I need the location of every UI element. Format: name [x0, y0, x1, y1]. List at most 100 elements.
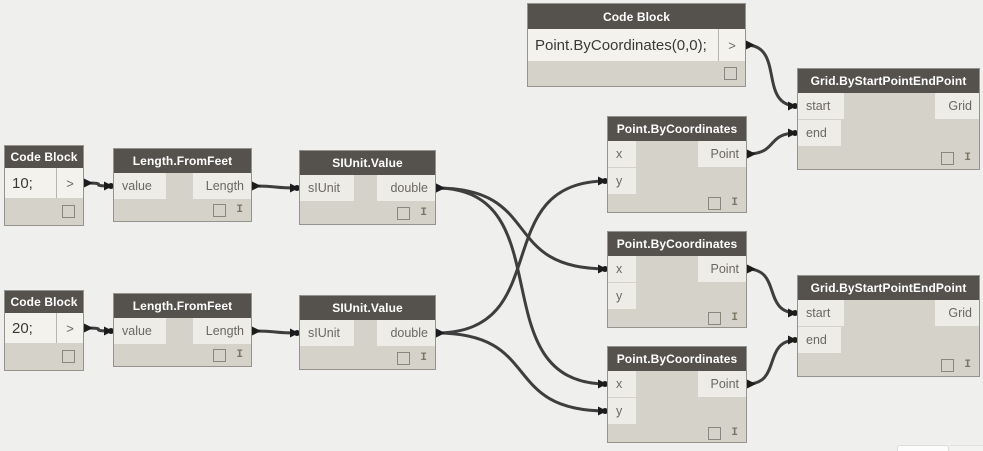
wire-start-dot — [435, 185, 441, 191]
node-footer: I — [608, 425, 746, 442]
preview-checkbox[interactable] — [708, 197, 722, 210]
input-port-end[interactable]: end — [798, 120, 841, 146]
input-port-x[interactable]: x — [608, 371, 637, 397]
node-title[interactable]: Grid.ByStartPointEndPoint — [798, 69, 979, 93]
code-input[interactable]: 20; — [5, 313, 56, 343]
wire[interactable] — [746, 338, 798, 386]
lacing-indicator[interactable]: I — [236, 349, 243, 361]
node-ports: start Grid end — [798, 93, 979, 147]
output-port-out[interactable]: > — [56, 168, 83, 198]
lacing-indicator[interactable]: I — [964, 358, 971, 371]
preview-checkbox[interactable] — [724, 67, 737, 80]
code-input[interactable]: Point.ByCoordinates(0,0); — [528, 29, 718, 61]
node-title[interactable]: SIUnit.Value — [300, 151, 435, 175]
output-port-out[interactable]: > — [718, 29, 745, 61]
lacing-indicator[interactable]: I — [420, 351, 427, 364]
output-port-Point[interactable]: Point — [697, 256, 746, 282]
input-port-x[interactable]: x — [608, 141, 637, 167]
lacing-indicator[interactable]: I — [731, 312, 738, 324]
horizontal-scrollbar-thumb[interactable] — [897, 445, 949, 451]
input-port-start[interactable]: start — [798, 300, 845, 326]
node-footer: I — [798, 147, 979, 169]
node-title[interactable]: Grid.ByStartPointEndPoint — [798, 276, 979, 300]
input-port-start[interactable]: start — [798, 93, 845, 119]
node-title[interactable]: Code Block — [5, 146, 83, 168]
node-footer: I — [608, 310, 746, 327]
wire[interactable] — [435, 186, 608, 271]
output-port-Grid[interactable]: Grid — [935, 300, 979, 326]
output-port-Length[interactable]: Length — [192, 173, 251, 199]
node-ports: value Length — [114, 318, 251, 345]
code-block-body: 10;> — [5, 168, 83, 198]
lacing-indicator[interactable]: I — [731, 197, 738, 209]
preview-checkbox[interactable] — [213, 349, 227, 362]
input-port-y[interactable]: y — [608, 283, 637, 309]
input-port-sIUnit[interactable]: sIUnit — [300, 320, 354, 346]
code-input[interactable]: 10; — [5, 168, 56, 198]
preview-checkbox[interactable] — [62, 350, 75, 363]
node-title[interactable]: Length.FromFeet — [114, 149, 251, 173]
input-port-y[interactable]: y — [608, 398, 637, 424]
lacing-indicator[interactable]: I — [731, 427, 738, 439]
wire[interactable] — [435, 179, 608, 335]
output-port-Point[interactable]: Point — [697, 371, 746, 397]
node-title[interactable]: Point.ByCoordinates — [608, 117, 746, 141]
lacing-indicator[interactable]: I — [964, 151, 971, 164]
preview-checkbox[interactable] — [62, 205, 75, 218]
wire[interactable] — [435, 186, 608, 386]
preview-checkbox[interactable] — [941, 151, 955, 165]
input-port-end[interactable]: end — [798, 327, 841, 353]
input-port-y[interactable]: y — [608, 168, 637, 194]
node-title[interactable]: Code Block — [5, 291, 83, 313]
preview-checkbox[interactable] — [397, 351, 411, 365]
preview-checkbox[interactable] — [941, 358, 955, 372]
node-title[interactable]: Point.ByCoordinates — [608, 347, 746, 371]
output-port-Point[interactable]: Point — [697, 141, 746, 167]
wire-end-dot — [294, 185, 300, 191]
lacing-indicator[interactable]: I — [236, 204, 243, 216]
lacing-indicator[interactable]: I — [420, 206, 427, 219]
wire[interactable] — [745, 43, 798, 108]
output-port-Grid[interactable]: Grid — [935, 93, 979, 119]
preview-checkbox[interactable] — [708, 312, 722, 325]
output-port-Length[interactable]: Length — [192, 318, 251, 344]
input-port-value[interactable]: value — [114, 318, 166, 344]
code-block-body: 20;> — [5, 313, 83, 343]
input-port-x[interactable]: x — [608, 256, 637, 282]
port-row: start Grid — [798, 300, 979, 327]
preview-checkbox[interactable] — [213, 204, 227, 217]
node-title[interactable]: SIUnit.Value — [300, 296, 435, 320]
node-title[interactable]: Length.FromFeet — [114, 294, 251, 318]
node-title[interactable]: Point.ByCoordinates — [608, 232, 746, 256]
node-footer: I — [608, 195, 746, 212]
output-port-double[interactable]: double — [377, 320, 435, 346]
scrollbar-corner[interactable] — [950, 445, 983, 451]
output-port-out[interactable]: > — [56, 313, 83, 343]
wire-end-dot — [108, 328, 114, 334]
input-port-value[interactable]: value — [114, 173, 166, 199]
wire[interactable] — [435, 331, 608, 413]
preview-checkbox[interactable] — [397, 206, 411, 220]
input-port-sIUnit[interactable]: sIUnit — [300, 175, 354, 201]
port-row: end — [798, 327, 979, 354]
wire[interactable] — [746, 267, 798, 315]
wire-end-dot — [294, 330, 300, 336]
preview-checkbox[interactable] — [708, 427, 722, 440]
output-port-double[interactable]: double — [377, 175, 435, 201]
node-ports: x Point y — [608, 371, 746, 425]
node-title[interactable]: Code Block — [528, 4, 745, 29]
